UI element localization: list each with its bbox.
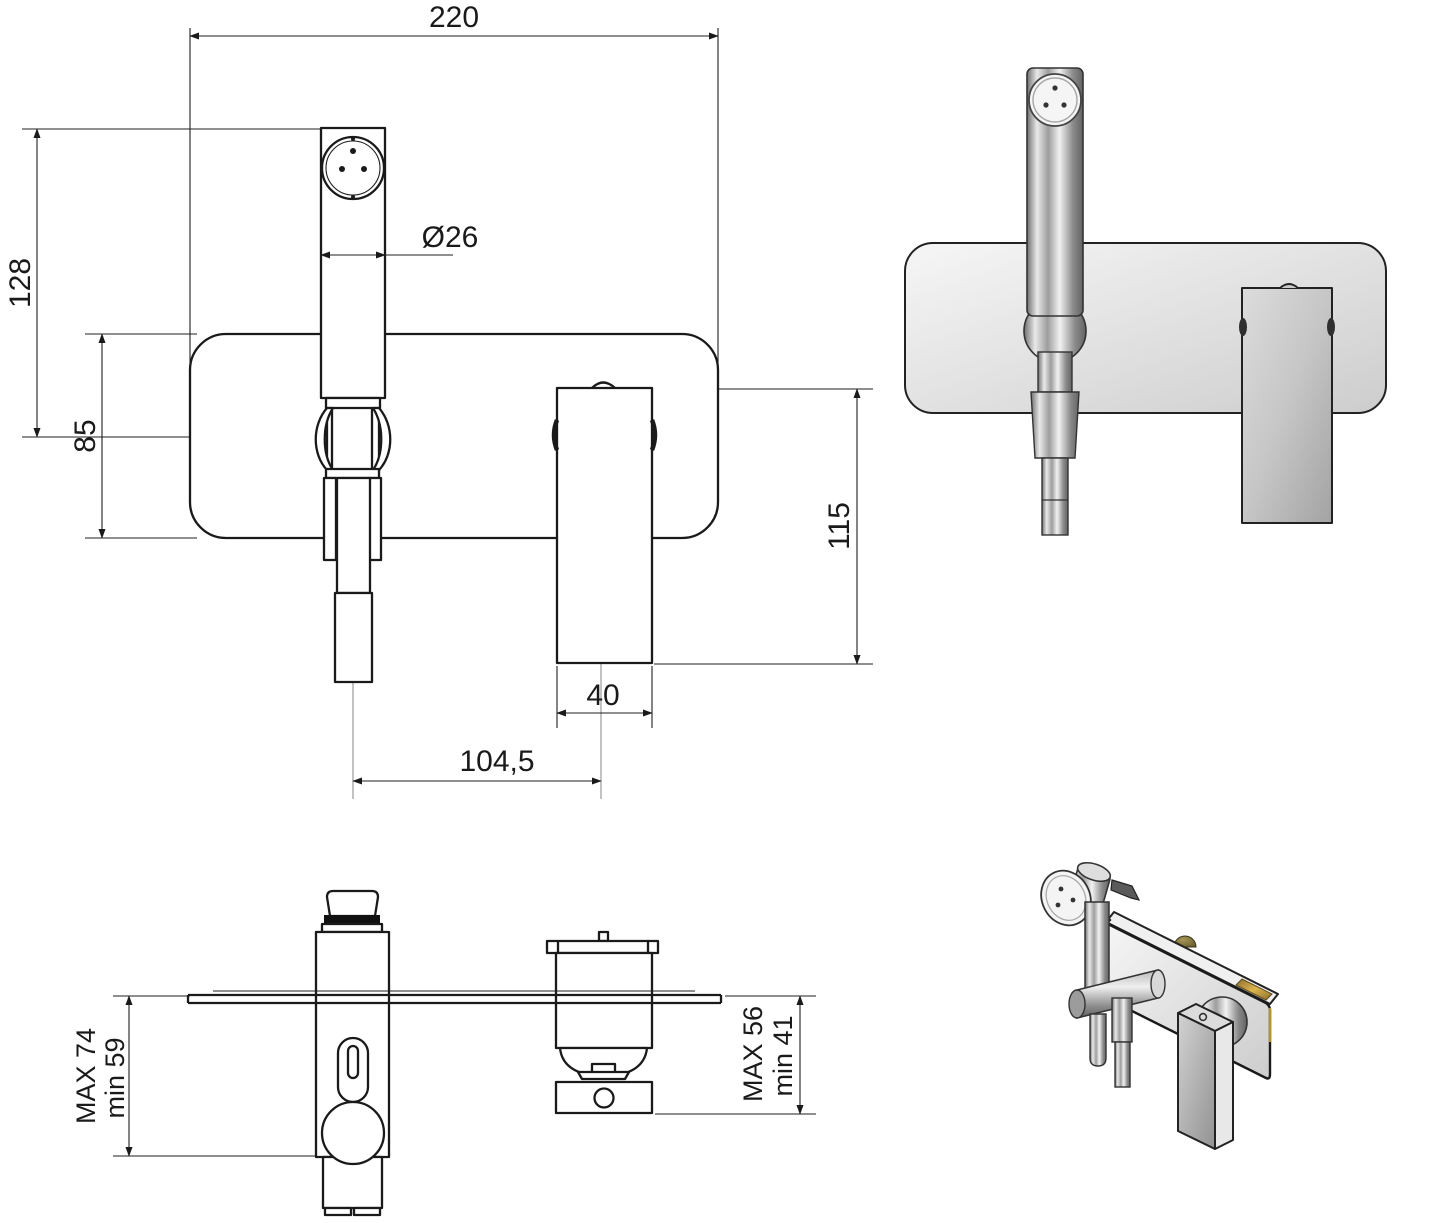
- dim-label-handle-depth-max: MAX 56: [738, 1006, 768, 1102]
- handle-pivot-left: [551, 419, 560, 451]
- dim-label-handle-depth-min: min 41: [768, 1015, 798, 1096]
- spray-handle-body: [319, 126, 387, 400]
- inlet-tube: [333, 591, 374, 684]
- iso-holder-cap-right: [1150, 969, 1166, 999]
- top-valve-body: [554, 951, 654, 1050]
- mixer-handle-outline: [555, 386, 654, 665]
- iso-holder-cap-left: [1068, 989, 1086, 1019]
- iso-spray-face: [1040, 869, 1092, 927]
- top-spray-knob: [320, 1100, 386, 1166]
- render-handle-pin-left: [1239, 318, 1247, 336]
- top-lever-hole: [593, 1087, 615, 1109]
- render-clips: [1030, 391, 1080, 459]
- render-nozzle-dot: [1043, 102, 1049, 108]
- iso-lever-screw: [1198, 1012, 1208, 1022]
- dim-label-plate-width: 220: [429, 1, 479, 34]
- dim-label-spray-depth-min: min 59: [100, 1037, 130, 1118]
- dim-label-spray-diameter: Ø26: [422, 221, 479, 254]
- dim-label-axis-spacing: 104,5: [459, 745, 534, 778]
- render-collar: [1037, 351, 1073, 393]
- iso-inlet-tube-right-lower: [1114, 1041, 1131, 1088]
- iso-nozzle-dot: [1070, 897, 1076, 903]
- render-spray-body: [1026, 67, 1084, 317]
- holder-flange: [324, 467, 381, 480]
- top-inlet-collar: [320, 922, 384, 934]
- iso-nozzle-dot: [1058, 886, 1064, 892]
- iso-brass-strip: [1235, 978, 1273, 1001]
- dim-label-spray-depth-max: MAX 74: [71, 1028, 101, 1124]
- iso-inlet-tube-right-upper: [1111, 997, 1133, 1043]
- render-handle-pin-right: [1327, 318, 1335, 336]
- top-spray-grip: [321, 1155, 384, 1210]
- iso-spray-trigger: [1110, 879, 1141, 901]
- render-handle-screw: [1279, 283, 1299, 289]
- render-spray-face: [1028, 73, 1082, 127]
- handle-pivot-right: [649, 419, 658, 451]
- isometric-rendered-view: [1040, 861, 1279, 1150]
- spray-nozzle-dot: [339, 166, 345, 172]
- top-valve-flange: [545, 939, 660, 955]
- top-grip-foot: [352, 1206, 382, 1217]
- top-dome-bar: [576, 1070, 631, 1081]
- spray-nozzle-dot: [350, 148, 356, 154]
- handle-top-screw: [591, 381, 616, 389]
- valve-body: [335, 476, 372, 595]
- render-nozzle-dot: [1061, 102, 1067, 108]
- top-grip-foot: [323, 1206, 353, 1217]
- iso-nozzle-dot: [1055, 902, 1061, 908]
- top-inlet-cap: [325, 889, 380, 918]
- front-dimension-view: 220 128 85 Ø26 115 40 104,5: [4, 1, 873, 799]
- top-valve-pin: [597, 930, 610, 943]
- dim-label-handle-width: 40: [586, 679, 619, 712]
- dim-label-plate-height: 85: [69, 419, 102, 452]
- top-inlet-seal-ring: [324, 915, 380, 924]
- top-holder-slot-pin: [346, 1044, 360, 1080]
- spray-face-notch: [351, 195, 355, 199]
- render-mixer-handle: [1241, 287, 1333, 524]
- top-dimension-view: MAX 74 min 59 MAX 56 min 41: [71, 889, 816, 1217]
- iso-spray-face-ring: [1045, 875, 1087, 921]
- iso-spray-head-cap: [1076, 861, 1112, 883]
- render-spray-face-ring: [1032, 77, 1078, 123]
- render-nozzle-dot: [1052, 85, 1058, 91]
- dim-label-handle-height: 115: [823, 502, 856, 550]
- spray-nozzle-dot: [361, 166, 367, 172]
- render-inlet-tube: [1041, 457, 1069, 536]
- spray-face-notch: [351, 137, 355, 141]
- dim-label-spray-height: 128: [4, 258, 37, 308]
- front-rendered-view: [904, 67, 1387, 536]
- iso-lever-side-face: [1214, 1021, 1234, 1150]
- iso-lever-front-face: [1177, 1012, 1216, 1150]
- iso-inlet-tube-left: [1089, 1013, 1107, 1067]
- mount-clip-left: [322, 476, 338, 562]
